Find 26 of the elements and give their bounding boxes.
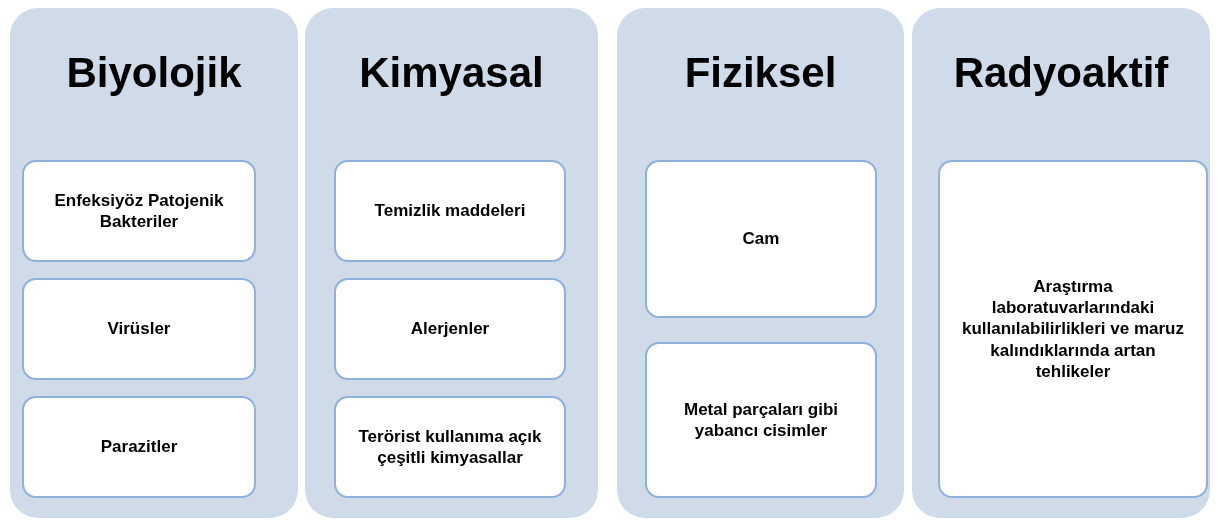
item-text: Terörist kullanıma açık çeşitli kimyasallar (357, 425, 543, 469)
item-text: Enfeksiyöz Patojenik Bakteriler (53, 189, 225, 233)
panel-title: Fiziksel (683, 52, 838, 94)
item-text: Virüsler (107, 318, 171, 340)
item-text: Araştırma laboratuvarlarındaki kullanılabilirlikleri ve maruz kalındıklarında artan tehlikeler (960, 275, 1185, 383)
item-box (938, 160, 1208, 498)
category-panel (912, 8, 1210, 518)
panel-title: Biyolojik (65, 52, 243, 94)
item-text: Cam (742, 228, 780, 250)
item-box (645, 342, 877, 498)
item-box (334, 396, 566, 498)
category-panel (10, 8, 298, 518)
item-box (22, 278, 256, 380)
item-box (645, 160, 877, 318)
item-text: Temizlik maddeleri (374, 200, 526, 222)
item-box (22, 160, 256, 262)
category-panel (305, 8, 598, 518)
item-box (22, 396, 256, 498)
category-panel (617, 8, 904, 518)
item-box (334, 160, 566, 262)
item-box (334, 278, 566, 380)
item-text: Metal parçaları gibi yabancı cisimler (683, 398, 839, 442)
item-text: Alerjenler (410, 318, 490, 340)
panel-title: Kimyasal (358, 52, 545, 94)
panel-title: Radyoaktif (952, 52, 1170, 94)
item-text: Parazitler (100, 436, 178, 458)
